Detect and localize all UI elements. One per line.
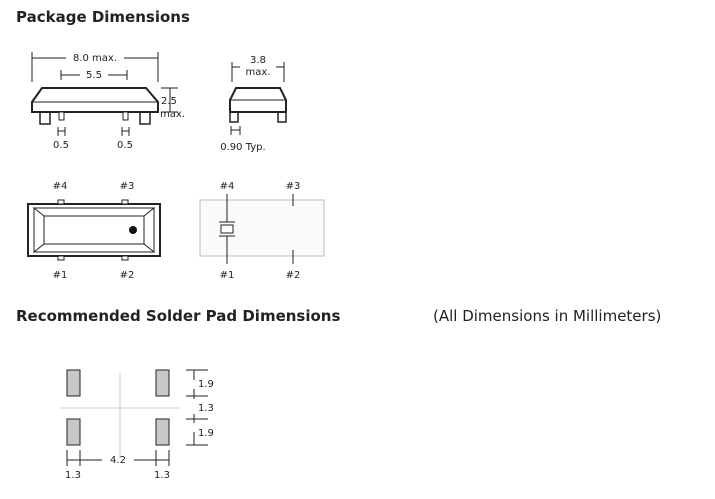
end-view-package	[229, 62, 287, 135]
top-view-package	[27, 199, 161, 261]
solder-pad	[155, 418, 170, 446]
top-view-pin1-label: #1	[53, 270, 68, 281]
dim-height-suffix: max.	[160, 109, 185, 120]
schematic-diagram	[199, 194, 325, 264]
dim-pad-width-right: 1.3	[154, 470, 170, 481]
solder-pad	[155, 369, 170, 397]
schematic-pin4-label: #4	[220, 181, 235, 192]
solder-pad	[66, 369, 81, 397]
units-note: (All Dimensions in Millimeters)	[433, 307, 662, 325]
schematic-pin1-label: #1	[220, 270, 235, 281]
dim-width-value: 3.8	[250, 55, 266, 66]
dim-overall-length: 8.0 max.	[73, 53, 117, 64]
top-view-pin4-label: #4	[53, 181, 68, 192]
dim-pad-gap: 1.3	[198, 403, 214, 414]
pin1-indicator-dot	[129, 226, 137, 234]
dim-pad-width-typ: 0.90 Typ.	[220, 142, 265, 153]
schematic-pin3-label: #3	[286, 181, 301, 192]
dim-pad-width-left: 1.3	[65, 470, 81, 481]
package-dimensions-title: Package Dimensions	[16, 8, 190, 26]
top-view-pin3-label: #3	[120, 181, 135, 192]
solder-pad-title: Recommended Solder Pad Dimensions	[16, 307, 341, 325]
side-view-package	[31, 52, 178, 136]
schematic-pin2-label: #2	[286, 270, 301, 281]
dim-pad-height-bottom: 1.9	[198, 428, 214, 439]
dim-width-suffix: max.	[246, 67, 271, 78]
dim-height-value: 2.5	[161, 96, 177, 107]
solder-pad-layout	[60, 369, 208, 466]
dim-pad-right-width: 0.5	[117, 140, 133, 151]
solder-pad	[66, 418, 81, 446]
dim-pad-height-top: 1.9	[198, 379, 214, 390]
top-view-pin2-label: #2	[120, 270, 135, 281]
dim-center-spacing: 4.2	[110, 455, 126, 466]
dim-pad-left-width: 0.5	[53, 140, 69, 151]
dim-pad-spacing: 5.5	[86, 70, 102, 81]
